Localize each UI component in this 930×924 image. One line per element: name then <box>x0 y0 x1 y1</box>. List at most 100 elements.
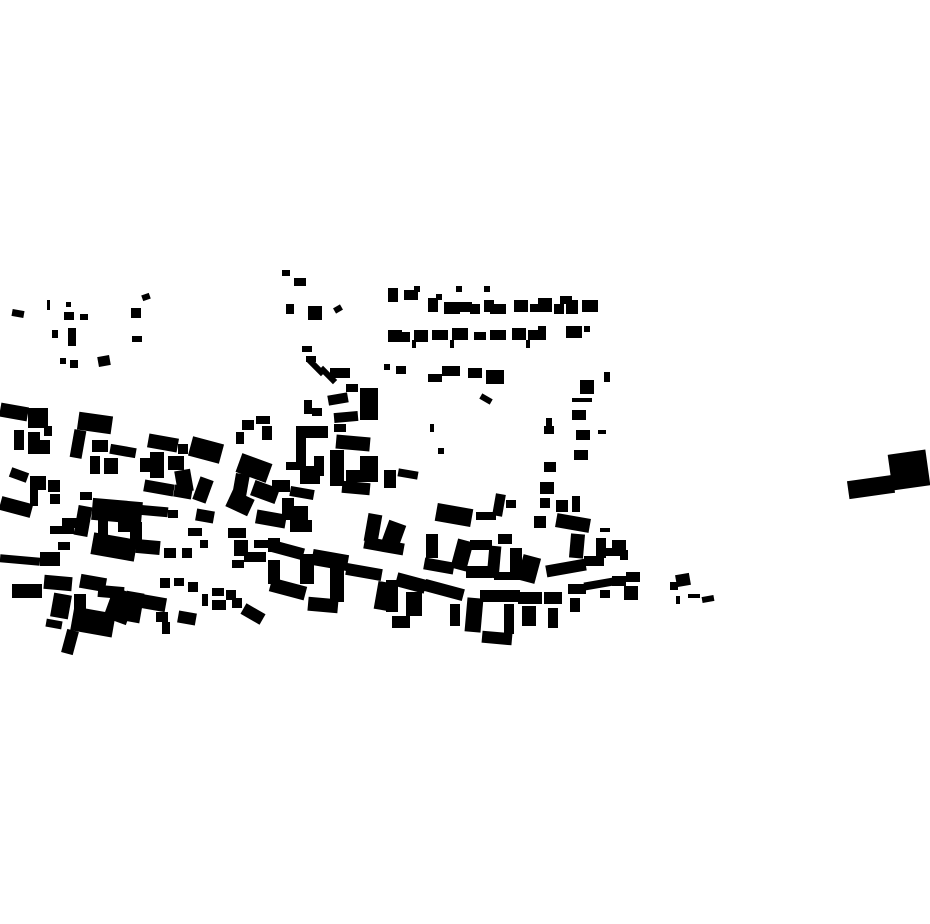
building-footprint <box>97 355 111 367</box>
building-footprint <box>156 612 168 622</box>
building-footprint <box>289 485 315 501</box>
building-footprint <box>423 557 455 575</box>
building-footprint <box>310 548 350 572</box>
building-footprint <box>80 314 88 320</box>
building-footprint <box>60 358 66 364</box>
building-footprint <box>544 426 554 434</box>
building-footprint <box>282 498 294 520</box>
building-footprint <box>470 304 480 314</box>
building-footprint <box>400 332 410 342</box>
building-footprint <box>80 492 92 500</box>
building-footprint <box>474 332 486 340</box>
building-footprint <box>492 493 506 517</box>
building-footprint <box>335 434 371 452</box>
building-footprint <box>846 474 896 500</box>
building-footprint <box>90 456 100 474</box>
building-footprint <box>456 286 462 292</box>
building-footprint <box>104 458 118 474</box>
building-footprint <box>30 476 46 490</box>
building-footprint <box>58 542 70 550</box>
building-footprint <box>494 572 524 580</box>
building-footprint <box>442 366 460 376</box>
building-footprint <box>177 610 197 626</box>
building-footprint <box>414 330 428 342</box>
building-footprint <box>200 540 208 548</box>
building-footprint <box>479 393 493 405</box>
building-footprint <box>490 304 506 314</box>
building-footprint <box>296 438 306 468</box>
building-footprint <box>546 418 552 426</box>
building-footprint <box>300 554 314 584</box>
building-footprint <box>12 584 42 598</box>
building-footprint <box>141 292 151 302</box>
building-footprint <box>624 586 638 600</box>
building-footprint <box>272 480 290 492</box>
building-footprint <box>254 540 272 548</box>
building-footprint <box>138 593 168 613</box>
building-footprint <box>394 572 428 594</box>
building-footprint <box>232 472 250 498</box>
building-footprint <box>330 450 344 486</box>
building-footprint <box>8 467 30 483</box>
building-footprint <box>530 304 540 312</box>
building-footprint <box>50 494 60 504</box>
building-footprint <box>434 503 474 527</box>
building-footprint <box>498 534 512 544</box>
building-footprint <box>540 482 554 494</box>
building-footprint <box>582 300 598 312</box>
building-footprint <box>135 538 161 556</box>
building-footprint <box>701 595 715 603</box>
building-footprint <box>282 270 290 276</box>
building-footprint <box>466 566 492 578</box>
building-footprint <box>296 426 328 438</box>
building-footprint <box>388 330 402 342</box>
building-footprint <box>600 528 610 532</box>
building-footprint <box>598 430 606 434</box>
building-footprint <box>345 562 383 582</box>
building-footprint <box>528 330 546 340</box>
building-footprint <box>522 606 536 626</box>
building-footprint <box>428 298 438 312</box>
building-footprint <box>168 456 184 470</box>
building-footprint <box>438 448 444 454</box>
building-footprint <box>580 380 594 394</box>
building-footprint <box>304 400 312 414</box>
building-footprint <box>50 526 74 534</box>
building-footprint <box>568 584 586 594</box>
building-footprint <box>187 436 225 464</box>
building-footprint <box>14 430 24 450</box>
building-footprint <box>62 518 78 528</box>
building-footprint <box>294 278 306 286</box>
building-footprint <box>384 470 396 488</box>
building-footprint <box>620 550 628 560</box>
building-footprint <box>538 326 546 336</box>
building-footprint <box>240 603 266 625</box>
building-footprint <box>308 306 322 320</box>
building-footprint <box>40 552 60 566</box>
building-footprint <box>363 512 383 544</box>
building-footprint <box>388 288 398 302</box>
building-footprint <box>314 456 324 476</box>
building-footprint <box>360 388 378 420</box>
building-footprint <box>90 532 138 562</box>
building-footprint <box>330 566 344 602</box>
building-footprint <box>28 432 40 454</box>
buildings-layer <box>0 270 930 656</box>
building-footprint <box>688 594 700 598</box>
building-footprint <box>121 590 145 624</box>
building-footprint <box>333 410 359 424</box>
building-footprint <box>486 370 504 384</box>
building-footprint <box>137 504 169 518</box>
building-footprint <box>397 468 419 480</box>
building-footprint <box>334 424 346 432</box>
building-footprint <box>143 479 175 497</box>
building-footprint <box>147 433 179 453</box>
building-footprint <box>40 440 50 454</box>
building-footprint <box>596 538 606 558</box>
building-footprint <box>476 512 496 520</box>
building-footprint <box>510 548 522 578</box>
building-footprint <box>506 500 516 508</box>
building-footprint <box>312 408 322 416</box>
building-footprint <box>333 304 343 314</box>
building-footprint <box>302 346 312 352</box>
